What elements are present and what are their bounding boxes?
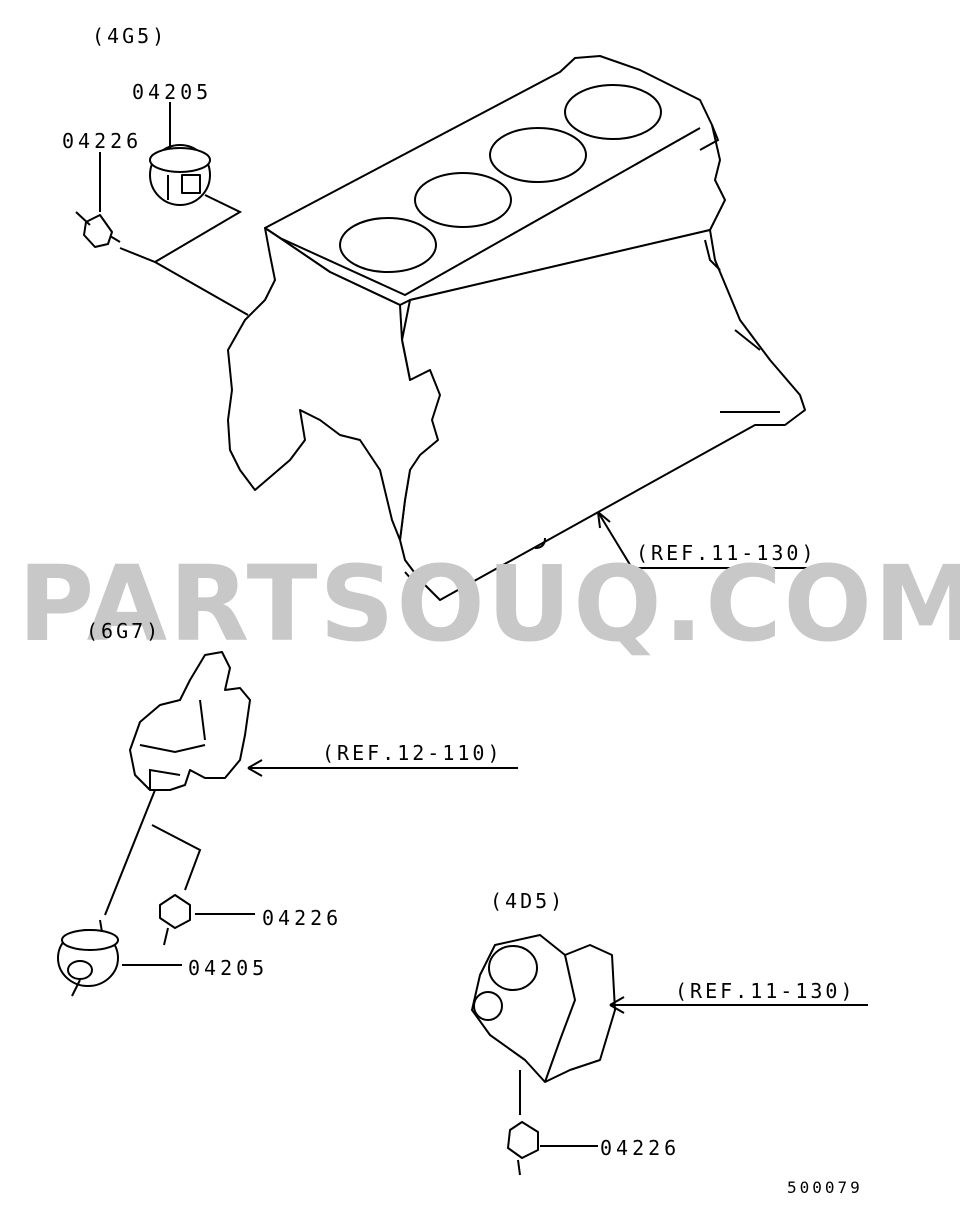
leader-lines-6g7 xyxy=(104,759,518,966)
part-number-04226-top[interactable]: 04226 xyxy=(62,129,142,153)
engine-block-illustration xyxy=(227,55,806,601)
leader-lines-4d5 xyxy=(540,996,868,1147)
4d5-block-illustration xyxy=(471,934,616,1115)
ref-leader-upper xyxy=(597,511,845,569)
group-label-6g7: (6G7) xyxy=(86,619,161,643)
switch-04226-bottom xyxy=(507,1121,539,1176)
reference-11-130-lower[interactable]: (REF.11-130) xyxy=(675,979,856,1003)
watermark-text: PARTSOUQ.COM xyxy=(18,543,960,665)
switch-04226-top xyxy=(75,211,121,248)
part-number-04226-bottom[interactable]: 04226 xyxy=(600,1136,680,1160)
thermostat-housing-illustration xyxy=(129,651,251,791)
part-number-04205-top[interactable]: 04205 xyxy=(132,80,212,104)
sender-unit-04205-top xyxy=(149,144,211,206)
diagram-id: 500079 xyxy=(787,1178,863,1197)
group-label-4d5: (4D5) xyxy=(490,889,565,913)
switch-04226-middle xyxy=(159,894,191,946)
part-number-04205-left[interactable]: 04205 xyxy=(188,956,268,980)
leader-lines-4g5 xyxy=(99,102,249,316)
group-label-4g5: (4G5) xyxy=(92,24,167,48)
reference-11-130-upper[interactable]: (REF.11-130) xyxy=(636,541,817,565)
part-number-04226-middle[interactable]: 04226 xyxy=(262,906,342,930)
reference-12-110[interactable]: (REF.12-110) xyxy=(322,741,503,765)
sender-unit-04205-left xyxy=(57,919,119,997)
